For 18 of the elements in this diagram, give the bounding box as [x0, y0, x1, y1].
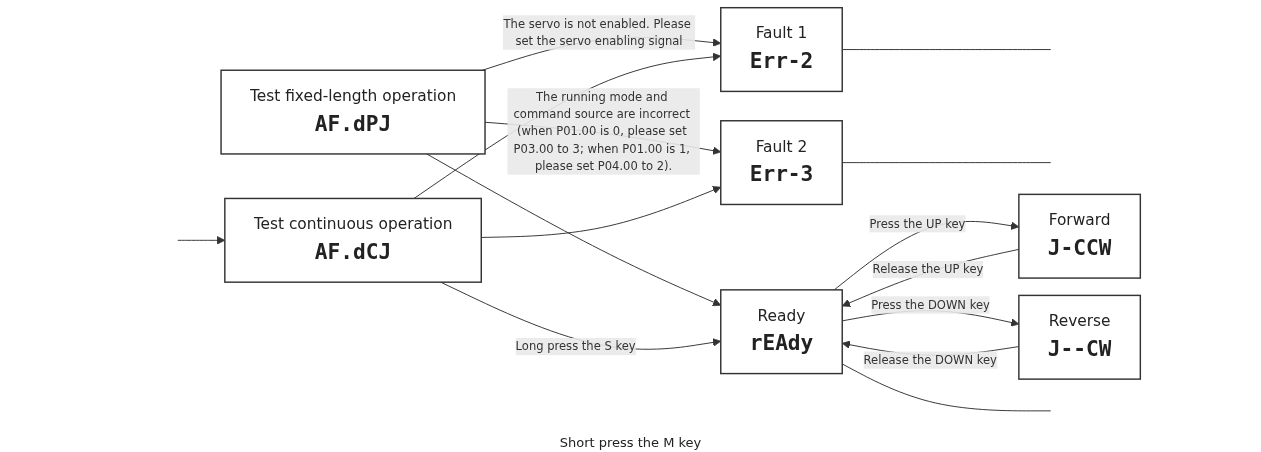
node-box: Forward J-CCW [1018, 193, 1142, 279]
node-box: Reverse J--CW [1018, 294, 1142, 380]
edge-label: Release the DOWN key [863, 353, 998, 367]
edge-label: Press the DOWN key [871, 298, 991, 312]
node-box: Fault 2 Err-3 [720, 120, 844, 206]
edge-label: Long press the S key [515, 339, 636, 354]
edge-label: Release the UP key [872, 262, 984, 277]
edge-label: The running mode and command source are incorrect (when P01.00 is 0, please set P03.00 to 3; when P01.00 is 1, please set P04.00 to 2). [513, 90, 691, 173]
edge-label: The servo is not enabled. Please set the servo enabling signal [503, 17, 692, 48]
node-box: Test fixed-length operation AF.dPJ [220, 69, 487, 155]
connector [842, 162, 1052, 164]
connector [842, 363, 1052, 412]
edge-label: Press the UP key [869, 217, 966, 231]
node-box: Fault 1 Err-2 [720, 7, 844, 93]
node-box: Test continuous operation AF.dCJ [224, 197, 483, 283]
node-box: Ready rEAdy [720, 289, 844, 375]
note-text: Short press the M key [559, 435, 702, 450]
connector [842, 49, 1052, 51]
